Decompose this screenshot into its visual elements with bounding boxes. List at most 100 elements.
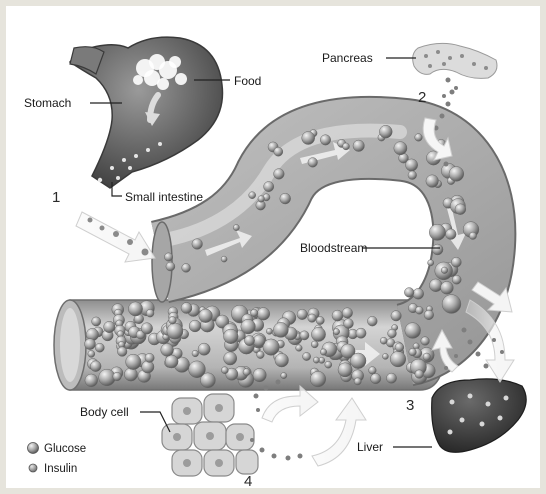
glucose-particle bbox=[429, 224, 445, 240]
glucose-particle bbox=[391, 311, 401, 321]
glucose-particle bbox=[253, 368, 266, 381]
glucose-particle bbox=[266, 328, 272, 334]
glucose-particle bbox=[182, 264, 191, 273]
glucose-particle bbox=[371, 373, 381, 383]
glucose-particle bbox=[167, 323, 183, 339]
glucose-particle bbox=[338, 363, 352, 377]
glucose-particle bbox=[308, 158, 318, 168]
glucose-particle bbox=[382, 353, 388, 359]
glucose-particle bbox=[441, 267, 448, 274]
glucose-particle bbox=[390, 351, 406, 367]
glucose-particle bbox=[424, 310, 434, 320]
legend: Glucose Insulin bbox=[28, 443, 87, 476]
insulin-trail-cells bbox=[250, 380, 303, 461]
glucose-particle bbox=[124, 368, 137, 381]
glucose-particle bbox=[316, 316, 324, 324]
step-2: 2 bbox=[418, 89, 426, 106]
glucose-particle bbox=[274, 147, 283, 156]
glucose-particle bbox=[128, 302, 142, 316]
glucose-insulin-diagram: Stomach Food Small intestine Pancreas Bl… bbox=[6, 6, 540, 488]
glucose-particle bbox=[469, 232, 476, 239]
glucose-particle bbox=[428, 260, 434, 266]
glucose-particle bbox=[409, 348, 417, 356]
glucose-particle bbox=[342, 308, 352, 318]
glucose-particle bbox=[224, 329, 239, 344]
glucose-particle bbox=[165, 355, 178, 368]
glucose-particle bbox=[423, 353, 431, 361]
glucose-particle bbox=[415, 306, 423, 314]
glucose-particle bbox=[224, 352, 237, 365]
glucose-particle bbox=[263, 339, 279, 355]
glucose-particle bbox=[249, 192, 256, 199]
glucose-particle bbox=[146, 309, 154, 317]
arrow-intestine-to-blood bbox=[76, 212, 155, 262]
glucose-legend-icon bbox=[28, 443, 39, 454]
glucose-particle bbox=[192, 239, 203, 250]
label-small-intestine: Small intestine bbox=[125, 190, 203, 204]
glucose-particle bbox=[264, 182, 274, 192]
glucose-particle bbox=[181, 303, 192, 314]
glucose-particle bbox=[354, 378, 361, 385]
glucose-particle bbox=[251, 309, 258, 316]
glucose-particle bbox=[325, 361, 332, 368]
glucose-particle bbox=[244, 336, 254, 346]
glucose-particle bbox=[189, 361, 206, 378]
legend-glucose: Glucose bbox=[44, 443, 86, 455]
glucose-particle bbox=[166, 262, 175, 271]
glucose-particle bbox=[142, 361, 154, 373]
glucose-particle bbox=[90, 361, 101, 372]
glucose-particle bbox=[388, 329, 397, 338]
glucose-particle bbox=[300, 331, 309, 340]
glucose-particle bbox=[313, 357, 319, 363]
glucose-particle bbox=[164, 253, 172, 261]
glucose-particle bbox=[395, 343, 404, 352]
glucose-particle bbox=[394, 142, 407, 155]
glucose-particle bbox=[404, 288, 414, 298]
glucose-particle bbox=[333, 329, 339, 335]
glucose-particle bbox=[380, 337, 387, 344]
glucose-particle bbox=[88, 350, 95, 357]
step-1: 1 bbox=[52, 189, 60, 206]
glucose-particle bbox=[145, 353, 154, 362]
glucose-particle bbox=[406, 159, 418, 171]
glucose-particle bbox=[85, 374, 98, 387]
glucose-particle bbox=[311, 341, 318, 348]
label-food: Food bbox=[234, 74, 261, 88]
glucose-particle bbox=[446, 229, 457, 240]
glucose-particle bbox=[113, 372, 122, 381]
glucose-particle bbox=[455, 204, 466, 215]
glucose-particle bbox=[92, 317, 101, 326]
glucose-particle bbox=[280, 193, 291, 204]
glucose-particle bbox=[369, 367, 377, 375]
glucose-particle bbox=[408, 171, 417, 180]
glucose-particle bbox=[421, 337, 430, 346]
glucose-particle bbox=[356, 328, 366, 338]
glucose-particle bbox=[379, 125, 392, 138]
glucose-particle bbox=[310, 371, 326, 387]
glucose-particle bbox=[353, 140, 364, 151]
glucose-particle bbox=[350, 353, 366, 369]
glucose-particle bbox=[332, 310, 343, 321]
glucose-particle bbox=[442, 295, 461, 314]
liver-organ bbox=[432, 379, 527, 452]
glucose-particle bbox=[85, 339, 96, 350]
glucose-particle bbox=[415, 134, 423, 142]
insulin-legend-icon bbox=[29, 464, 37, 472]
glucose-particle bbox=[221, 367, 228, 374]
label-pancreas: Pancreas bbox=[322, 51, 373, 65]
glucose-particle bbox=[320, 135, 330, 145]
glucose-particle bbox=[320, 349, 326, 355]
glucose-particle bbox=[169, 317, 177, 325]
glucose-particle bbox=[386, 373, 396, 383]
glucose-particle bbox=[451, 257, 461, 267]
glucose-particle bbox=[141, 323, 152, 334]
glucose-particle bbox=[405, 323, 421, 339]
glucose-particle bbox=[257, 308, 270, 321]
glucose-particle bbox=[274, 169, 285, 180]
label-bloodstream: Bloodstream bbox=[300, 241, 367, 255]
glucose-particle bbox=[297, 309, 307, 319]
glucose-particle bbox=[189, 320, 201, 332]
glucose-particle bbox=[413, 288, 424, 299]
glucose-particle bbox=[198, 343, 210, 355]
